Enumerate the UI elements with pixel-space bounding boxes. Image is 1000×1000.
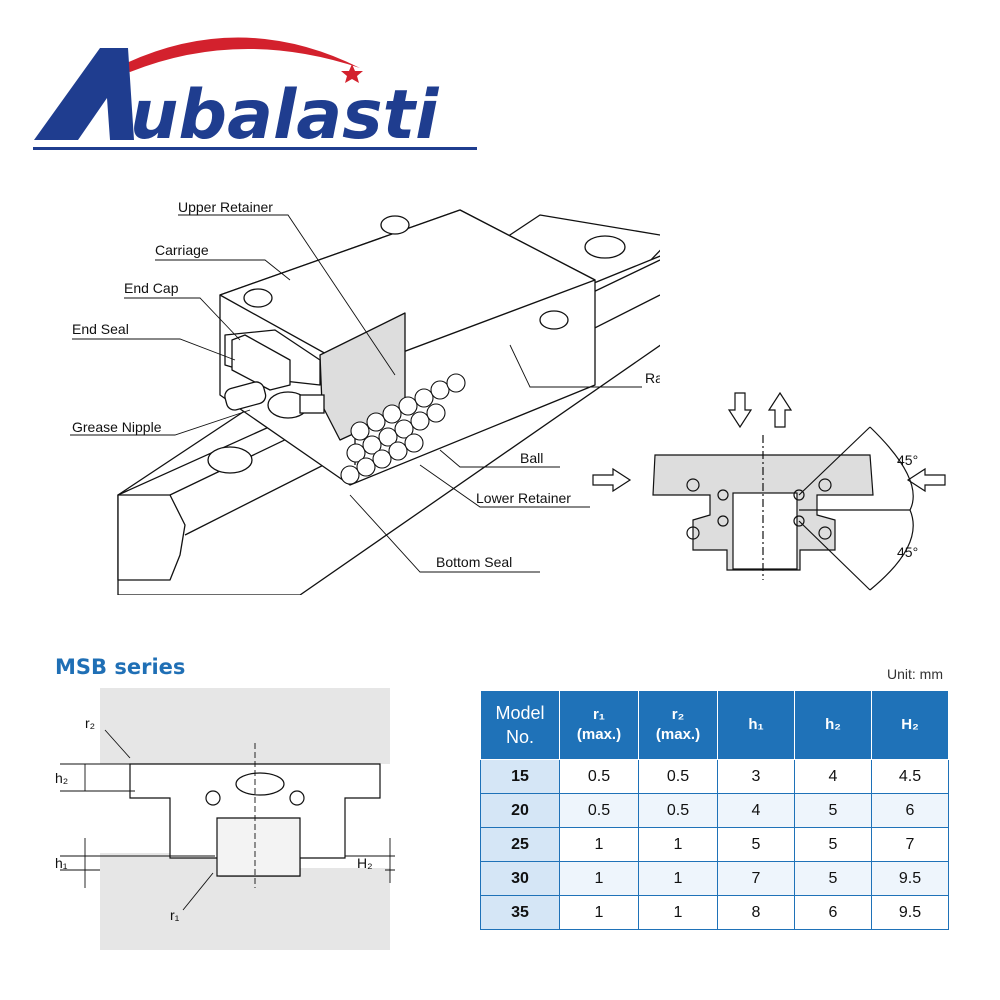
table-row: 30 1 1 7 5 9.5 — [480, 861, 949, 896]
load-direction-diagram: 45° 45° — [592, 391, 946, 591]
upper-table — [100, 688, 390, 764]
cell-r1: 1 — [559, 827, 639, 862]
carriage-mounting-hole — [539, 310, 569, 330]
balls — [340, 373, 466, 485]
cell-model: 35 — [480, 895, 560, 930]
table-row: 20 0.5 0.5 4 5 6 — [480, 793, 949, 828]
cell-model: 30 — [480, 861, 560, 896]
header-h1: h₁ — [717, 690, 795, 760]
cell-h2: 5 — [794, 793, 872, 828]
lower-base — [100, 868, 390, 950]
rail-section — [216, 817, 301, 877]
label-end-seal: End Seal — [72, 321, 129, 337]
grease-nipple-section — [235, 772, 285, 796]
label-grease-nipple: Grease Nipple — [72, 419, 162, 435]
arrow-up-icon — [767, 391, 793, 428]
end-seal — [231, 334, 291, 391]
cell-h2: 5 — [794, 827, 872, 862]
header-h2: h₂ — [794, 690, 872, 760]
mounting-section-diagram: h₂ h₁ H₂ r₂ r₁ — [55, 688, 395, 950]
header-r1: r₁(max.) — [559, 690, 639, 760]
arrow-down-icon — [727, 392, 753, 429]
cell-r1: 0.5 — [559, 793, 639, 828]
rail-profile — [732, 492, 798, 570]
label-lower-retainer: Lower Retainer — [476, 490, 571, 506]
carriage-top — [219, 209, 596, 371]
logo-star — [341, 64, 363, 83]
cell-r1: 1 — [559, 895, 639, 930]
cell-model: 15 — [480, 759, 560, 794]
label-rail: Rail — [645, 370, 660, 386]
grease-nipple — [224, 381, 325, 419]
table-row: 15 0.5 0.5 3 4 4.5 — [480, 759, 949, 794]
label-end-cap: End Cap — [124, 280, 179, 296]
cell-r2: 1 — [638, 827, 718, 862]
cell-H2: 9.5 — [871, 861, 949, 896]
cell-H2: 7 — [871, 827, 949, 862]
header-H2: H₂ — [871, 690, 949, 760]
carriage-mounting-hole — [243, 288, 273, 308]
carriage-mounting-hole — [380, 215, 410, 235]
label-bottom-seal: Bottom Seal — [436, 554, 512, 570]
cell-h1: 8 — [717, 895, 795, 930]
label-H2: H₂ — [357, 855, 373, 871]
cell-h1: 3 — [717, 759, 795, 794]
arrow-left-icon — [906, 467, 946, 493]
table-row: 35 1 1 8 6 9.5 — [480, 895, 949, 930]
cell-r1: 0.5 — [559, 759, 639, 794]
arrow-right-icon — [592, 467, 632, 493]
angle-top-label: 45° — [897, 452, 918, 468]
logo-swoosh — [120, 37, 360, 72]
cell-model: 25 — [480, 827, 560, 862]
cell-r2: 1 — [638, 895, 718, 930]
cell-h1: 5 — [717, 827, 795, 862]
label-ball: Ball — [520, 450, 543, 466]
cell-H2: 6 — [871, 793, 949, 828]
table-row: 25 1 1 5 5 7 — [480, 827, 949, 862]
cell-H2: 9.5 — [871, 895, 949, 930]
cell-r2: 0.5 — [638, 793, 718, 828]
angle-bottom-label: 45° — [897, 544, 918, 560]
series-title: MSB series — [55, 655, 186, 679]
header-r2: r₂(max.) — [638, 690, 718, 760]
logo-wordmark: ubalasti — [130, 76, 440, 155]
cell-h1: 7 — [717, 861, 795, 896]
brand-logo: ubalasti — [33, 37, 477, 155]
label-h2: h₂ — [55, 770, 68, 786]
cell-r2: 0.5 — [638, 759, 718, 794]
logo-initial-mark — [34, 48, 134, 140]
cell-h2: 5 — [794, 861, 872, 896]
rail-mounting-hole-far — [584, 235, 626, 259]
cell-model: 20 — [480, 793, 560, 828]
cell-H2: 4.5 — [871, 759, 949, 794]
unit-label: Unit: mm — [887, 666, 943, 682]
cell-h2: 6 — [794, 895, 872, 930]
label-upper-retainer: Upper Retainer — [178, 199, 273, 215]
label-carriage: Carriage — [155, 242, 209, 258]
logo-underline — [33, 147, 477, 150]
rail-end-face — [117, 494, 186, 581]
cell-r1: 1 — [559, 861, 639, 896]
rail-mounting-hole — [207, 446, 253, 474]
linear-guide-diagram: Upper Retainer Carriage End Cap End Seal… — [70, 199, 660, 595]
cell-h1: 4 — [717, 793, 795, 828]
cell-h2: 4 — [794, 759, 872, 794]
label-r2: r₂ — [85, 715, 95, 731]
label-r1: r₁ — [170, 907, 180, 923]
label-h1: h₁ — [55, 855, 68, 871]
angle-arc — [869, 426, 914, 591]
cell-r2: 1 — [638, 861, 718, 896]
